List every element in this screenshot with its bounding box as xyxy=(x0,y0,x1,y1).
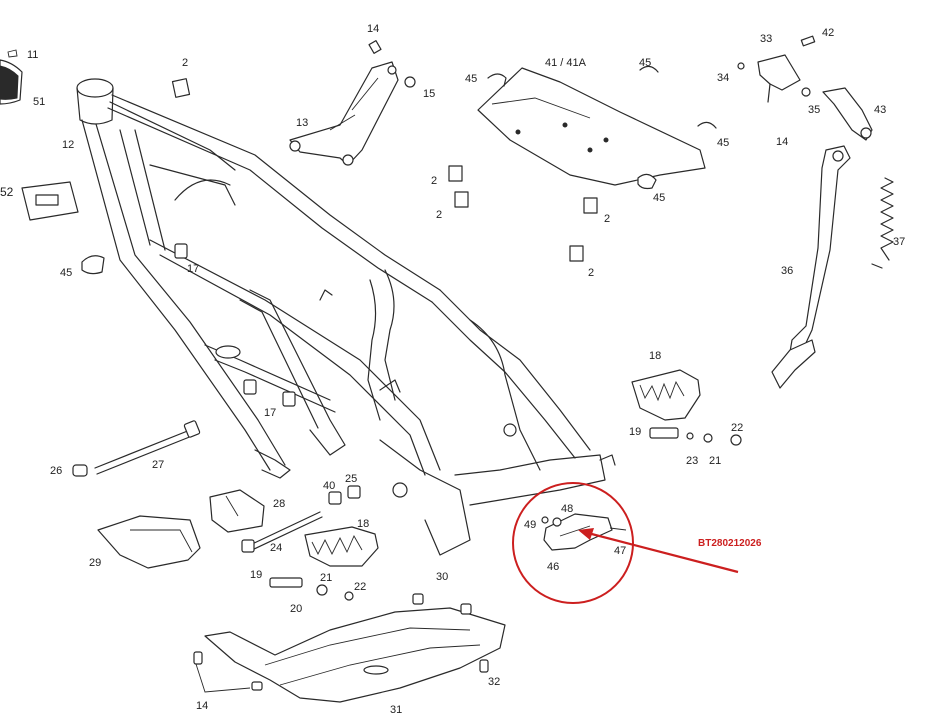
label-51: 51 xyxy=(33,96,45,108)
label-30: 30 xyxy=(436,571,448,583)
part-43-arm xyxy=(822,87,873,141)
part-14-15-bolts xyxy=(368,40,416,88)
label-37: 37 xyxy=(893,236,905,248)
highlight-circle xyxy=(512,482,634,604)
highlight-arrow-shaft xyxy=(583,530,739,574)
part-2-clips xyxy=(171,78,598,262)
label-13: 13 xyxy=(296,117,308,129)
label-45d: 45 xyxy=(717,137,729,149)
part-33-bracket xyxy=(737,35,816,103)
frame-drawing xyxy=(76,78,616,556)
label-19b: 19 xyxy=(250,569,262,581)
label-2b: 2 xyxy=(431,175,437,187)
part-41-guard xyxy=(477,67,706,186)
label-28: 28 xyxy=(273,498,285,510)
part-31-skidplate xyxy=(204,607,506,703)
label-31: 31 xyxy=(390,704,402,716)
label-35: 35 xyxy=(808,104,820,116)
part-37-spring xyxy=(871,177,894,269)
label-27: 27 xyxy=(152,459,164,471)
label-22a: 22 xyxy=(731,422,743,434)
label-22b: 22 xyxy=(354,581,366,593)
part-18-footpeg-right xyxy=(631,369,742,446)
highlight-arrow-head xyxy=(578,528,594,540)
label-47: 47 xyxy=(614,545,626,557)
label-45e: 45 xyxy=(653,192,665,204)
label-26: 26 xyxy=(50,465,62,477)
part-46-bracket xyxy=(541,513,627,551)
label-45c: 45 xyxy=(639,57,651,69)
label-11: 11 xyxy=(27,49,38,61)
label-21a: 21 xyxy=(709,455,721,467)
part-30-32-14-bolts xyxy=(193,593,489,693)
label-34: 34 xyxy=(717,72,729,84)
label-46: 46 xyxy=(547,561,559,573)
part-labels: 11 51 52 12 45 2 17 17 13 14 15 45 41 / … xyxy=(0,23,905,716)
label-18b: 18 xyxy=(357,518,369,530)
label-45b: 45 xyxy=(465,73,477,85)
part-27-long-bolt xyxy=(72,420,201,477)
label-2e: 2 xyxy=(588,267,594,279)
label-43: 43 xyxy=(874,104,886,116)
label-2c: 2 xyxy=(436,209,442,221)
label-52: 52 xyxy=(0,185,14,199)
label-42: 42 xyxy=(822,27,834,39)
label-18a: 18 xyxy=(649,350,661,362)
label-14c: 14 xyxy=(196,700,208,712)
label-24: 24 xyxy=(270,542,282,554)
label-25: 25 xyxy=(345,473,357,485)
part-45-clamps xyxy=(487,65,717,190)
label-17b: 17 xyxy=(264,407,276,419)
label-23: 23 xyxy=(686,455,698,467)
part-52-bracket xyxy=(21,181,79,221)
part-29-guard xyxy=(97,515,201,569)
label-40: 40 xyxy=(323,480,335,492)
part-17-nuts xyxy=(174,243,296,407)
label-45a: 45 xyxy=(60,267,72,279)
reference-code: BT280212026 xyxy=(698,538,762,549)
label-2a: 2 xyxy=(182,57,188,69)
part-36-sidestand xyxy=(771,145,851,389)
label-2d: 2 xyxy=(604,213,610,225)
part-18-footpeg-left xyxy=(269,526,379,601)
part-24-bolt xyxy=(241,511,323,553)
label-36: 36 xyxy=(781,265,793,277)
label-20: 20 xyxy=(290,603,302,615)
part-28-block xyxy=(209,489,265,533)
label-49: 49 xyxy=(524,519,536,531)
part-51-cap xyxy=(0,49,23,105)
label-32: 32 xyxy=(488,676,500,688)
label-17a: 17 xyxy=(187,263,199,275)
label-14a: 14 xyxy=(367,23,379,35)
label-41: 41 / 41A xyxy=(545,57,587,69)
label-14b: 14 xyxy=(776,136,788,148)
label-12: 12 xyxy=(62,139,74,151)
highlight-callout xyxy=(512,482,739,604)
part-40-25-washers xyxy=(328,485,361,505)
part-13-bracket xyxy=(289,61,399,166)
label-29: 29 xyxy=(89,557,101,569)
part-45-clamp-left xyxy=(81,255,105,275)
label-21b: 21 xyxy=(320,572,332,584)
label-19a: 19 xyxy=(629,426,641,438)
label-15: 15 xyxy=(423,88,435,100)
label-33: 33 xyxy=(760,33,772,45)
label-48: 48 xyxy=(561,503,573,515)
